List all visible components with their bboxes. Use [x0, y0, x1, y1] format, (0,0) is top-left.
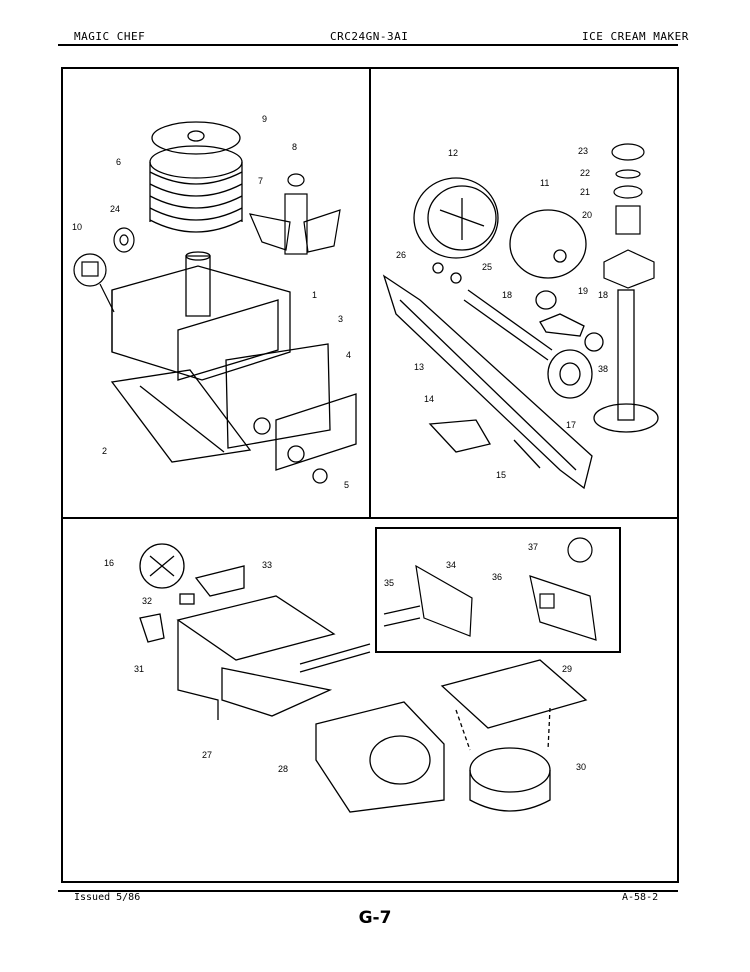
callout-top-right: 38: [598, 364, 608, 374]
cam-drawing: [509, 209, 587, 279]
callout-top-right: 13: [414, 362, 424, 372]
callout-bottom: 27: [202, 750, 212, 760]
footer-issued: Issued 5/86: [74, 892, 141, 903]
callout-top-left: 3: [338, 314, 343, 324]
callout-top-right: 15: [496, 470, 506, 480]
callout-bottom: 29: [562, 664, 572, 674]
callout-top-left: 10: [72, 222, 82, 232]
callout-top-left: 6: [116, 157, 121, 167]
callout-top-right: 12: [448, 148, 458, 158]
callout-top-left: 7: [258, 176, 263, 186]
shaft-gear-drawing: [428, 262, 659, 469]
callout-inset: 35: [384, 578, 394, 588]
callout-bottom: 28: [278, 764, 288, 774]
bottom-parts-drawing: [139, 543, 588, 813]
callout-top-right: 26: [396, 250, 406, 260]
inset-parts-drawing: [383, 537, 597, 641]
callout-top-right: 20: [582, 210, 592, 220]
stack-parts-drawing: [603, 143, 655, 289]
dasher-blade-drawing: [382, 274, 593, 490]
page-number: G-7: [358, 908, 392, 928]
header-model: CRC24GN-3AI: [330, 30, 409, 43]
callout-top-left: 24: [110, 204, 120, 214]
callout-labels: 9 6 8 7 24 10 1 3 4 2 5 12 11 23 22 21 2…: [72, 114, 608, 774]
callout-inset: 37: [528, 542, 538, 552]
callout-inset: 34: [446, 560, 456, 570]
callout-top-right: 18: [502, 290, 512, 300]
pulley-lid-drawing: [149, 121, 243, 233]
callout-top-left: 1: [312, 290, 317, 300]
footer-code: A-58-2: [622, 892, 659, 903]
header-rule: [58, 44, 678, 46]
callout-top-right: 22: [580, 168, 590, 178]
callout-top-right: 18: [598, 290, 608, 300]
base-housing-drawing: [110, 251, 357, 484]
callout-top-right: 21: [580, 187, 590, 197]
callout-top-left: 8: [292, 142, 297, 152]
callout-top-left: 5: [344, 480, 349, 490]
callout-inset: 36: [492, 572, 502, 582]
callout-top-left: 4: [346, 350, 351, 360]
callout-top-right: 17: [566, 420, 576, 430]
header-section: ICE CREAM MAKER: [582, 30, 689, 43]
panel-frame-bottom: [61, 517, 679, 883]
gear-housing-drawing: [413, 177, 499, 259]
callout-bottom: 16: [104, 558, 114, 568]
callout-bottom: 31: [134, 664, 144, 674]
callout-top-left: 9: [262, 114, 267, 124]
panel-frame-top-left: [61, 67, 371, 519]
callout-top-left: 2: [102, 446, 107, 456]
footer-rule: [58, 890, 678, 892]
callout-bottom: 33: [262, 560, 272, 570]
switch-detail-drawing: [73, 253, 115, 313]
callout-top-right: 11: [540, 178, 549, 188]
callout-top-right: 19: [578, 286, 588, 296]
callout-bottom: 30: [576, 762, 586, 772]
callout-top-right: 23: [578, 146, 588, 156]
panel-frame-inset: [375, 527, 621, 653]
callout-top-right: 14: [424, 394, 434, 404]
callout-bottom: 32: [142, 596, 152, 606]
paddle-drawing: [248, 173, 341, 255]
cap-drawing: [113, 227, 135, 253]
header-brand: MAGIC CHEF: [74, 30, 146, 43]
callout-top-right: 25: [482, 262, 492, 272]
